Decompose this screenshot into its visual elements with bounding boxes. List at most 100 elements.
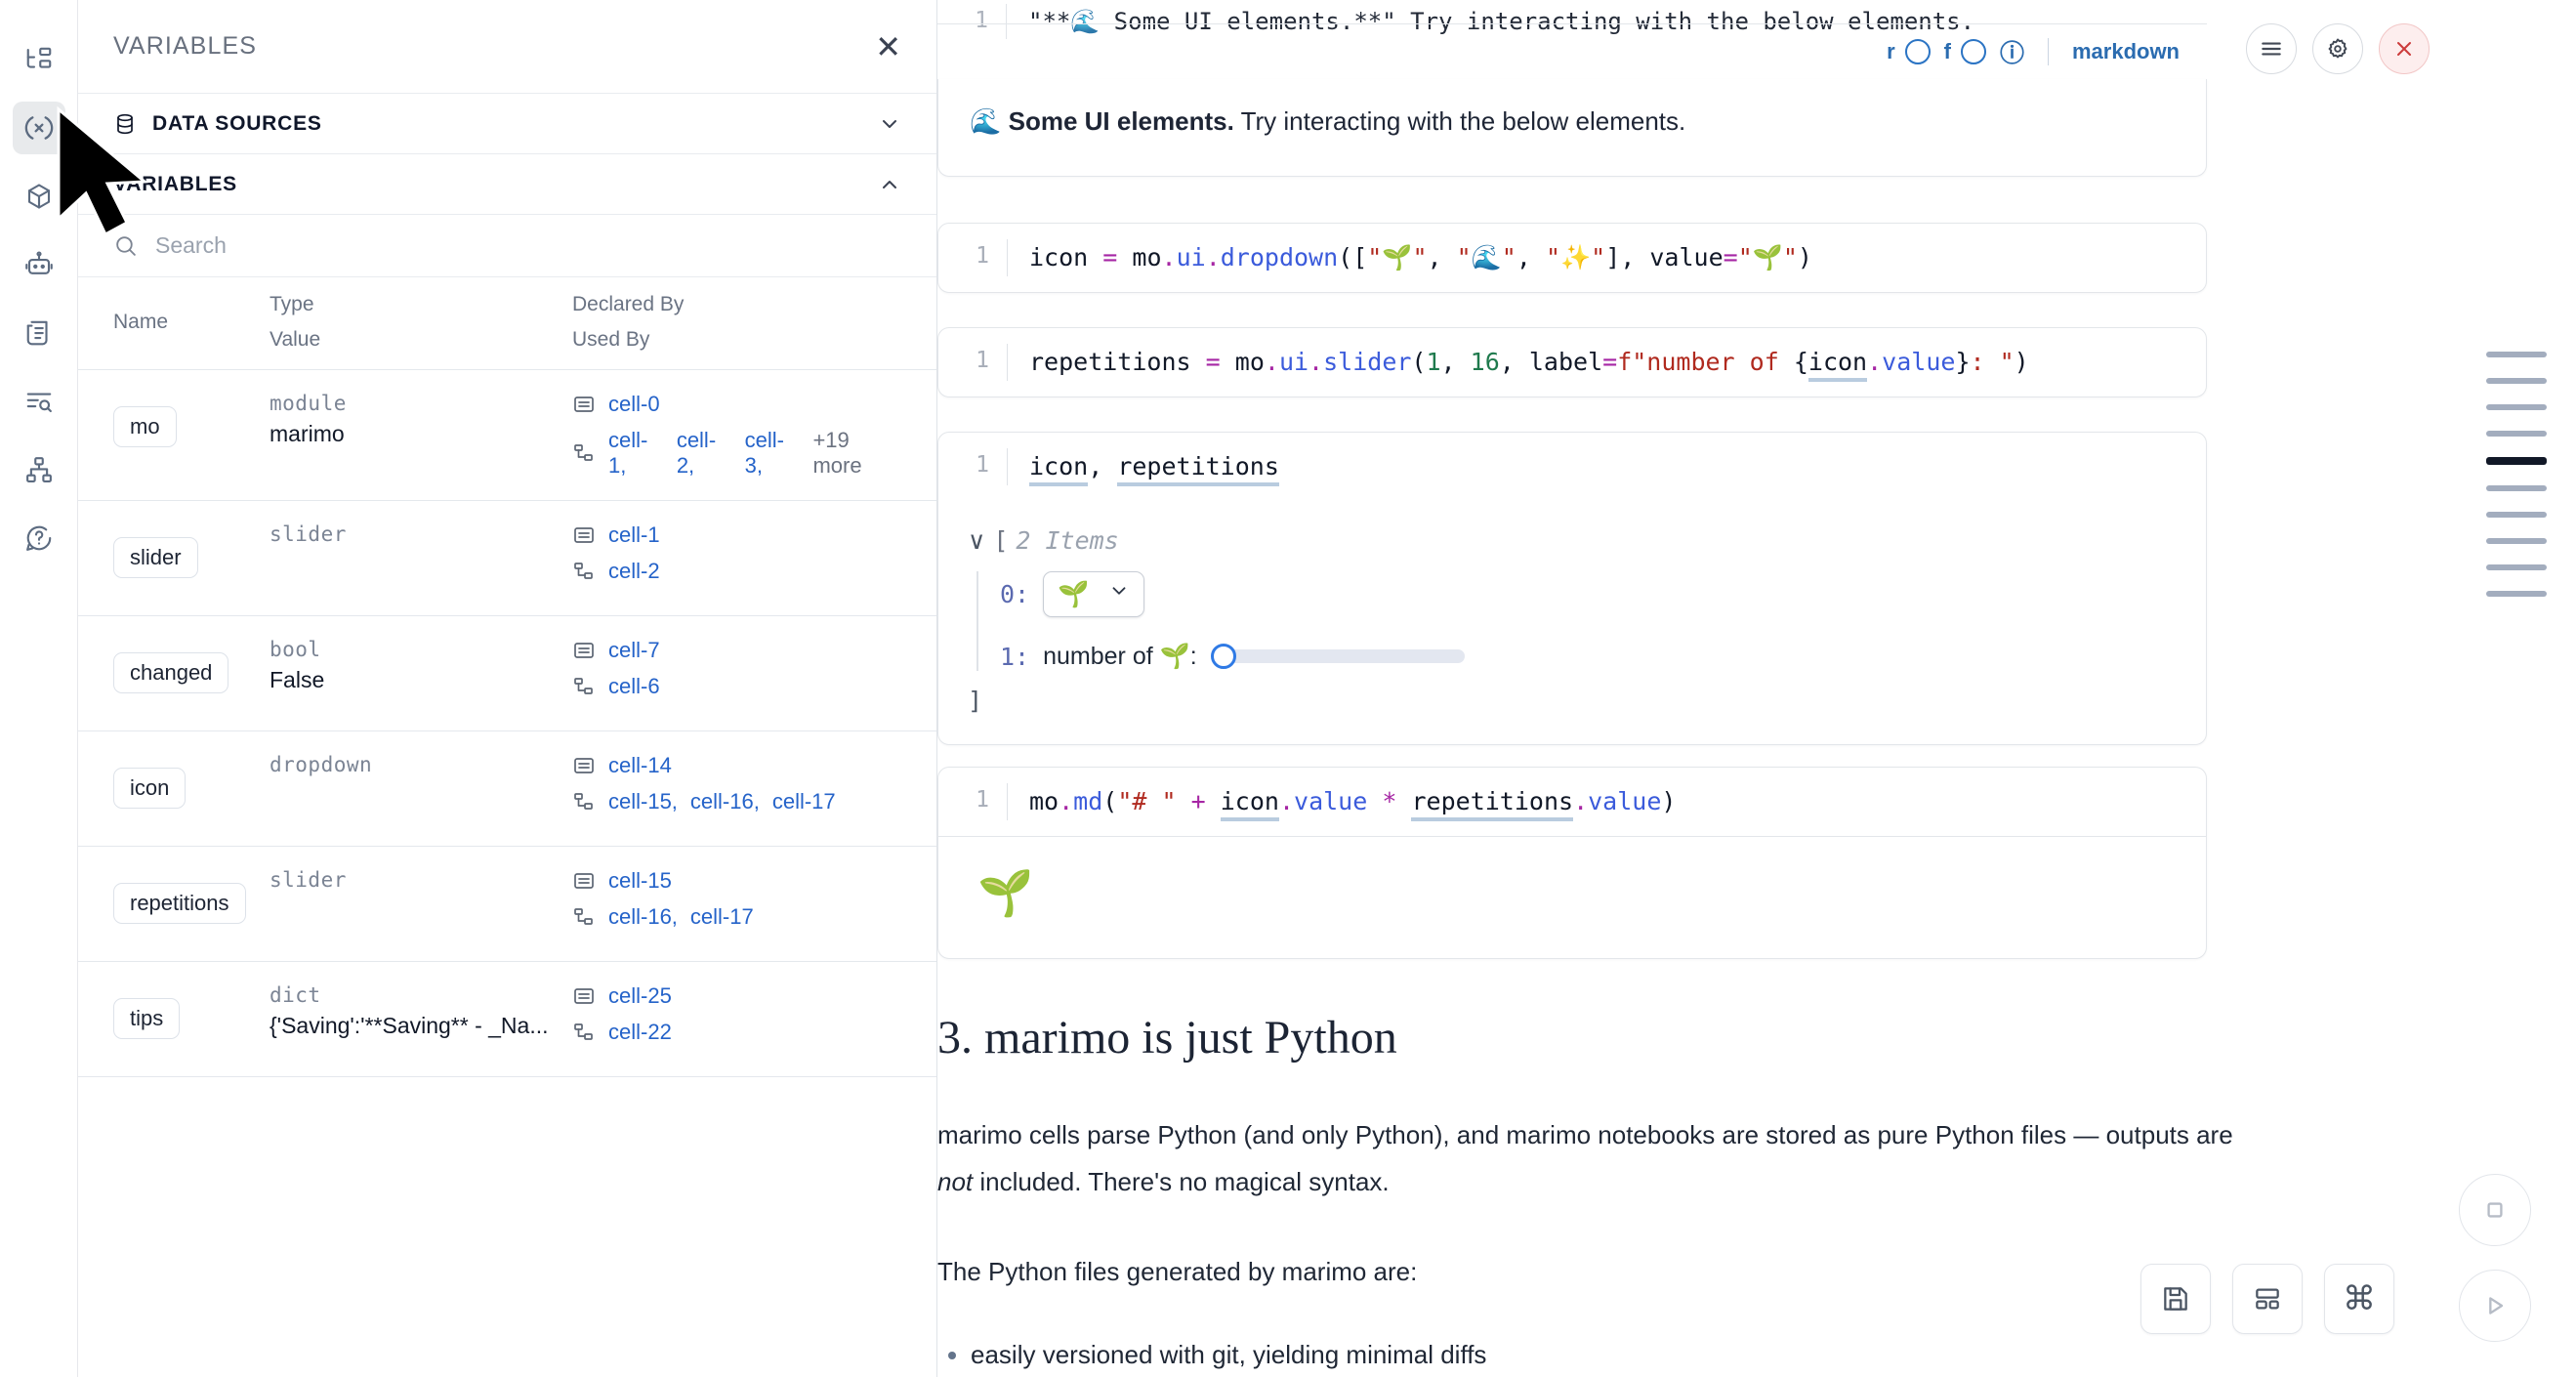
chevron-up-icon[interactable]: [878, 173, 901, 196]
minimap-mark[interactable]: [2486, 431, 2547, 437]
chevron-down-icon[interactable]: ∨: [968, 526, 986, 555]
used-by-icon: [572, 1021, 596, 1044]
search-icon: [113, 233, 138, 258]
cell-link[interactable]: cell-16,: [608, 904, 678, 929]
cell-link[interactable]: cell-22: [608, 1020, 672, 1044]
variable-name-chip[interactable]: icon: [113, 768, 187, 809]
list-output-header[interactable]: ∨ [ 2 Items: [968, 526, 2177, 556]
cell-settings-button[interactable]: [2312, 23, 2363, 74]
section-variables[interactable]: VARIABLES: [78, 154, 936, 215]
code-cell-display[interactable]: 1 icon, repetitions ∨ [ 2 Items 0:: [937, 432, 2207, 745]
dropdown-widget[interactable]: 🌱: [1043, 570, 1145, 617]
divider: [2047, 38, 2049, 65]
cell-action-buttons: [2246, 23, 2430, 74]
used-by-line: cell-6: [572, 674, 901, 699]
variable-type-cell: slider: [270, 868, 572, 892]
notebook-minimap[interactable]: [2486, 352, 2547, 597]
cell-link[interactable]: cell-14: [608, 753, 672, 777]
minimap-mark[interactable]: [2486, 404, 2547, 410]
cell-link[interactable]: cell-17: [771, 789, 836, 814]
slider-track[interactable]: [1220, 649, 1465, 663]
database-icon: [113, 112, 137, 136]
cell-link[interactable]: cell-3,: [744, 428, 784, 478]
close-icon[interactable]: ✕: [875, 28, 901, 64]
file-explorer-icon[interactable]: [13, 33, 65, 86]
variables-icon[interactable]: [12, 102, 65, 154]
minimap-mark[interactable]: [2486, 352, 2547, 357]
code-cell-md[interactable]: 1 mo.md("# " + icon.value * repetitions.…: [937, 767, 2207, 959]
cell-link[interactable]: cell-1: [608, 522, 660, 547]
chevron-down-icon[interactable]: [878, 112, 901, 136]
code-text-slider[interactable]: repetitions = mo.ui.slider(1, 16, label=…: [1029, 344, 2029, 382]
used-by-line: cell-2: [572, 559, 901, 584]
cell-link[interactable]: cell-16,: [689, 789, 760, 814]
code-cell-slider[interactable]: 1 repetitions = mo.ui.slider(1, 16, labe…: [937, 327, 2207, 397]
variable-name-chip[interactable]: mo: [113, 406, 177, 447]
variable-name-chip[interactable]: changed: [113, 652, 229, 693]
column-header-used-by: Used By: [572, 328, 650, 351]
save-button[interactable]: [2140, 1264, 2211, 1334]
code-text-display[interactable]: icon, repetitions: [1029, 448, 1279, 486]
interrupt-button[interactable]: [2459, 1174, 2531, 1246]
bracket-open: [: [993, 526, 1009, 555]
minimap-mark[interactable]: [2486, 485, 2547, 491]
cell-link[interactable]: cell-2,: [676, 428, 717, 478]
run-all-button[interactable]: [2459, 1270, 2531, 1342]
variable-name-chip[interactable]: slider: [113, 537, 198, 578]
minimap-mark[interactable]: [2486, 591, 2547, 597]
section-marimo-is-just-python: ∨ 3. marimo is just Python marimo cells …: [937, 1011, 2236, 1370]
used-by-icon: [572, 441, 596, 465]
ai-assistant-icon[interactable]: [13, 238, 65, 291]
cell-menu-button[interactable]: [2246, 23, 2297, 74]
status-r[interactable]: r: [1887, 39, 1931, 64]
cell-link[interactable]: cell-2: [608, 559, 660, 583]
code-text-md[interactable]: mo.md("# " + icon.value * repetitions.va…: [1029, 783, 1676, 821]
code-cell-dropdown[interactable]: 1 icon = mo.ui.dropdown(["🌱", "🌊", "✨"],…: [937, 223, 2207, 293]
cell-link[interactable]: cell-6: [608, 674, 660, 698]
code-text-dropdown[interactable]: icon = mo.ui.dropdown(["🌱", "🌊", "✨"], v…: [1029, 243, 1812, 271]
markdown-output-rest: Try interacting with the below elements.: [1233, 106, 1686, 136]
search-input[interactable]: Search: [155, 232, 227, 258]
cell-language-label[interactable]: markdown: [2071, 39, 2180, 63]
status-f[interactable]: f: [1944, 39, 1986, 64]
variable-name-chip[interactable]: tips: [113, 998, 181, 1039]
cell-link[interactable]: cell-15: [608, 868, 672, 893]
declared-by-line: cell-14: [572, 753, 901, 778]
variable-cells-cell: cell-1 cell-2: [572, 522, 901, 584]
variable-type: slider: [270, 522, 347, 546]
cell-link[interactable]: cell-1,: [608, 428, 648, 478]
variable-name-chip[interactable]: repetitions: [113, 883, 246, 924]
command-palette-button[interactable]: ⌘: [2324, 1264, 2394, 1334]
info-icon[interactable]: ⓘ: [1999, 40, 2024, 67]
search-row[interactable]: Search: [78, 215, 936, 277]
line-number: 1: [976, 787, 989, 813]
cell-link[interactable]: cell-17: [689, 904, 754, 929]
line-number: 1: [976, 452, 989, 478]
outline-search-icon[interactable]: [13, 375, 65, 428]
minimap-mark[interactable]: [2486, 538, 2547, 544]
slider-thumb[interactable]: [1210, 644, 1236, 669]
run-controls: [2459, 1174, 2531, 1342]
packages-icon[interactable]: [13, 170, 65, 223]
left-icon-rail: [0, 0, 78, 1377]
scratchpad-icon[interactable]: [13, 307, 65, 359]
items-count-label: 2 Items: [1016, 526, 1119, 555]
cell-link[interactable]: cell-15,: [608, 789, 678, 814]
more-cells-label[interactable]: +19 more: [812, 428, 862, 478]
minimap-mark[interactable]: [2486, 457, 2547, 465]
cell-link[interactable]: cell-0: [608, 392, 660, 416]
dependency-graph-icon[interactable]: [13, 443, 65, 496]
layout-button[interactable]: [2232, 1264, 2303, 1334]
help-icon[interactable]: [13, 512, 65, 564]
minimap-mark[interactable]: [2486, 564, 2547, 570]
slider-widget[interactable]: [1210, 644, 1465, 669]
used-by-icon: [572, 905, 596, 929]
declared-by-line: cell-1: [572, 522, 901, 548]
section-data-sources[interactable]: DATA SOURCES: [78, 94, 936, 154]
line-number: 1: [976, 243, 989, 269]
cell-link[interactable]: cell-7: [608, 638, 660, 662]
cell-delete-button[interactable]: [2379, 23, 2430, 74]
minimap-mark[interactable]: [2486, 512, 2547, 518]
minimap-mark[interactable]: [2486, 378, 2547, 384]
cell-link[interactable]: cell-25: [608, 983, 672, 1008]
